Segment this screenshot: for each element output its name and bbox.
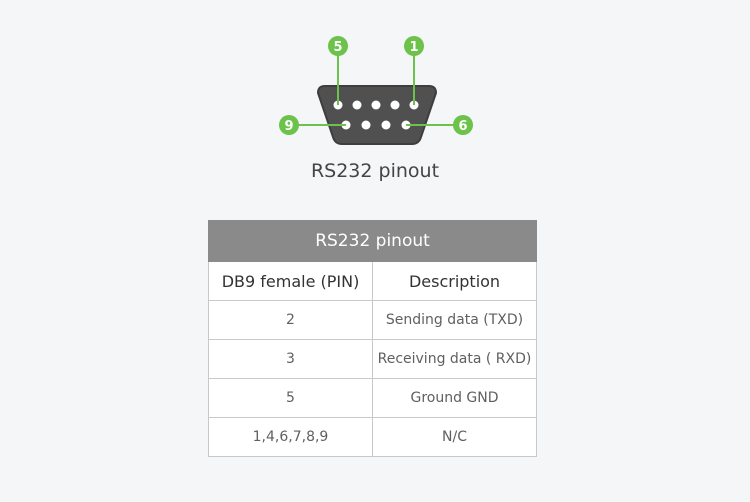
pin-dot bbox=[361, 120, 371, 130]
table-row: 1,4,6,7,8,9 N/C bbox=[208, 417, 537, 457]
callout-label-pin-9: 9 bbox=[284, 119, 293, 134]
pin-dot bbox=[381, 120, 391, 130]
callout-label-pin-5: 5 bbox=[333, 40, 342, 55]
diagram-caption: RS232 pinout bbox=[310, 160, 440, 182]
pinout-table: RS232 pinout DB9 female (PIN) Descriptio… bbox=[208, 220, 537, 457]
callout-badge-pin-1 bbox=[404, 36, 424, 56]
table-row: 2 Sending data (TXD) bbox=[208, 300, 537, 340]
pin-cell: 2 bbox=[208, 300, 373, 340]
pin-cell: 5 bbox=[208, 378, 373, 418]
callout-label-pin-1: 1 bbox=[409, 40, 418, 55]
table-row: 5 Ground GND bbox=[208, 378, 537, 418]
description-cell: Ground GND bbox=[372, 378, 537, 418]
pin-cell: 3 bbox=[208, 339, 373, 379]
column-header-description: Description bbox=[372, 261, 537, 301]
callout-label-pin-6: 6 bbox=[458, 119, 467, 134]
description-cell: Receiving data ( RXD) bbox=[372, 339, 537, 379]
pin-dot bbox=[352, 100, 362, 110]
callout-badge-pin-5 bbox=[328, 36, 348, 56]
table-row: 3 Receiving data ( RXD) bbox=[208, 339, 537, 379]
table-title: RS232 pinout bbox=[208, 220, 537, 262]
callout-badge-pin-6 bbox=[453, 115, 473, 135]
callout-badge-pin-9 bbox=[279, 115, 299, 135]
description-cell: N/C bbox=[372, 417, 537, 457]
description-cell: Sending data (TXD) bbox=[372, 300, 537, 340]
connector-body bbox=[316, 85, 438, 145]
table-title-row: RS232 pinout bbox=[208, 220, 537, 262]
pin-cell: 1,4,6,7,8,9 bbox=[208, 417, 373, 457]
pin-dot bbox=[371, 100, 381, 110]
column-header-pin: DB9 female (PIN) bbox=[208, 261, 373, 301]
db9-connector-diagram: 5 1 9 6 bbox=[279, 36, 473, 145]
pin-dot bbox=[390, 100, 400, 110]
table-header-row: DB9 female (PIN) Description bbox=[208, 261, 537, 301]
